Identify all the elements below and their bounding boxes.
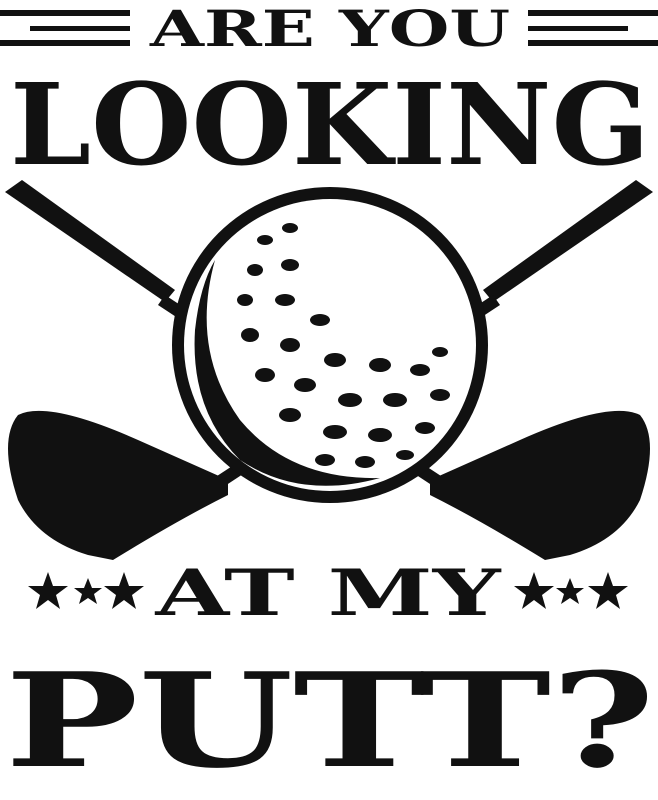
headline-putt: PUTT? — [5, 644, 655, 797]
golf-ball-icon — [172, 187, 488, 503]
headline-at-my: AT MY — [154, 556, 502, 631]
left-stars-icon — [28, 572, 144, 609]
left-decor-lines — [0, 10, 130, 46]
right-stars-icon — [514, 572, 628, 609]
headline-looking: LOOKING — [10, 60, 650, 191]
headline-are-you: ARE YOU — [149, 0, 510, 58]
right-decor-lines — [528, 10, 658, 46]
